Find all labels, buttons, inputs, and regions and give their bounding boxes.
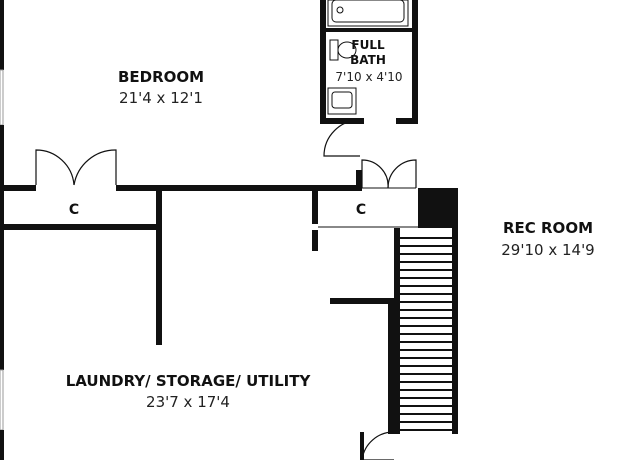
closet-right-door[interactable] [361,159,417,189]
toilet-fixture [329,39,357,61]
rec-room-wall [452,188,458,228]
bath-door-swing[interactable] [323,119,361,157]
closet-left-door[interactable] [35,149,117,186]
staircase [394,228,458,434]
bedroom-name: BEDROOM [118,68,204,86]
laundry-door-swing[interactable] [361,431,395,460]
rec-room-name: REC ROOM [503,219,593,237]
laundry-wall-stub [330,298,394,304]
laundry-east-wall [388,304,394,434]
bedroom-south-wall [0,185,362,191]
bath-dims: 7'10 x 4'10 [335,70,402,84]
laundry-partition-wall [156,230,162,345]
closet-right-label: C [356,202,366,218]
laundry-name: LAUNDRY/ STORAGE/ UTILITY [66,372,312,390]
stair-landing-block [418,188,458,228]
bath-name-line2: BATH [350,53,386,67]
bath-name-line1: FULL [351,38,385,52]
laundry-dims: 23'7 x 17'4 [146,393,230,411]
laundry-door-jamb [360,432,364,460]
rec-room-dims: 29'10 x 14'9 [501,241,594,259]
vanity-sink-fixture [327,87,357,115]
bathtub-fixture [327,0,409,27]
bath-walls [320,0,418,124]
closet-left-label: C [69,202,79,218]
bedroom-dims: 21'4 x 12'1 [119,89,203,107]
closet-left-walls [0,191,162,230]
closet-right-walls [312,170,418,251]
left-exterior-wall [0,0,4,460]
